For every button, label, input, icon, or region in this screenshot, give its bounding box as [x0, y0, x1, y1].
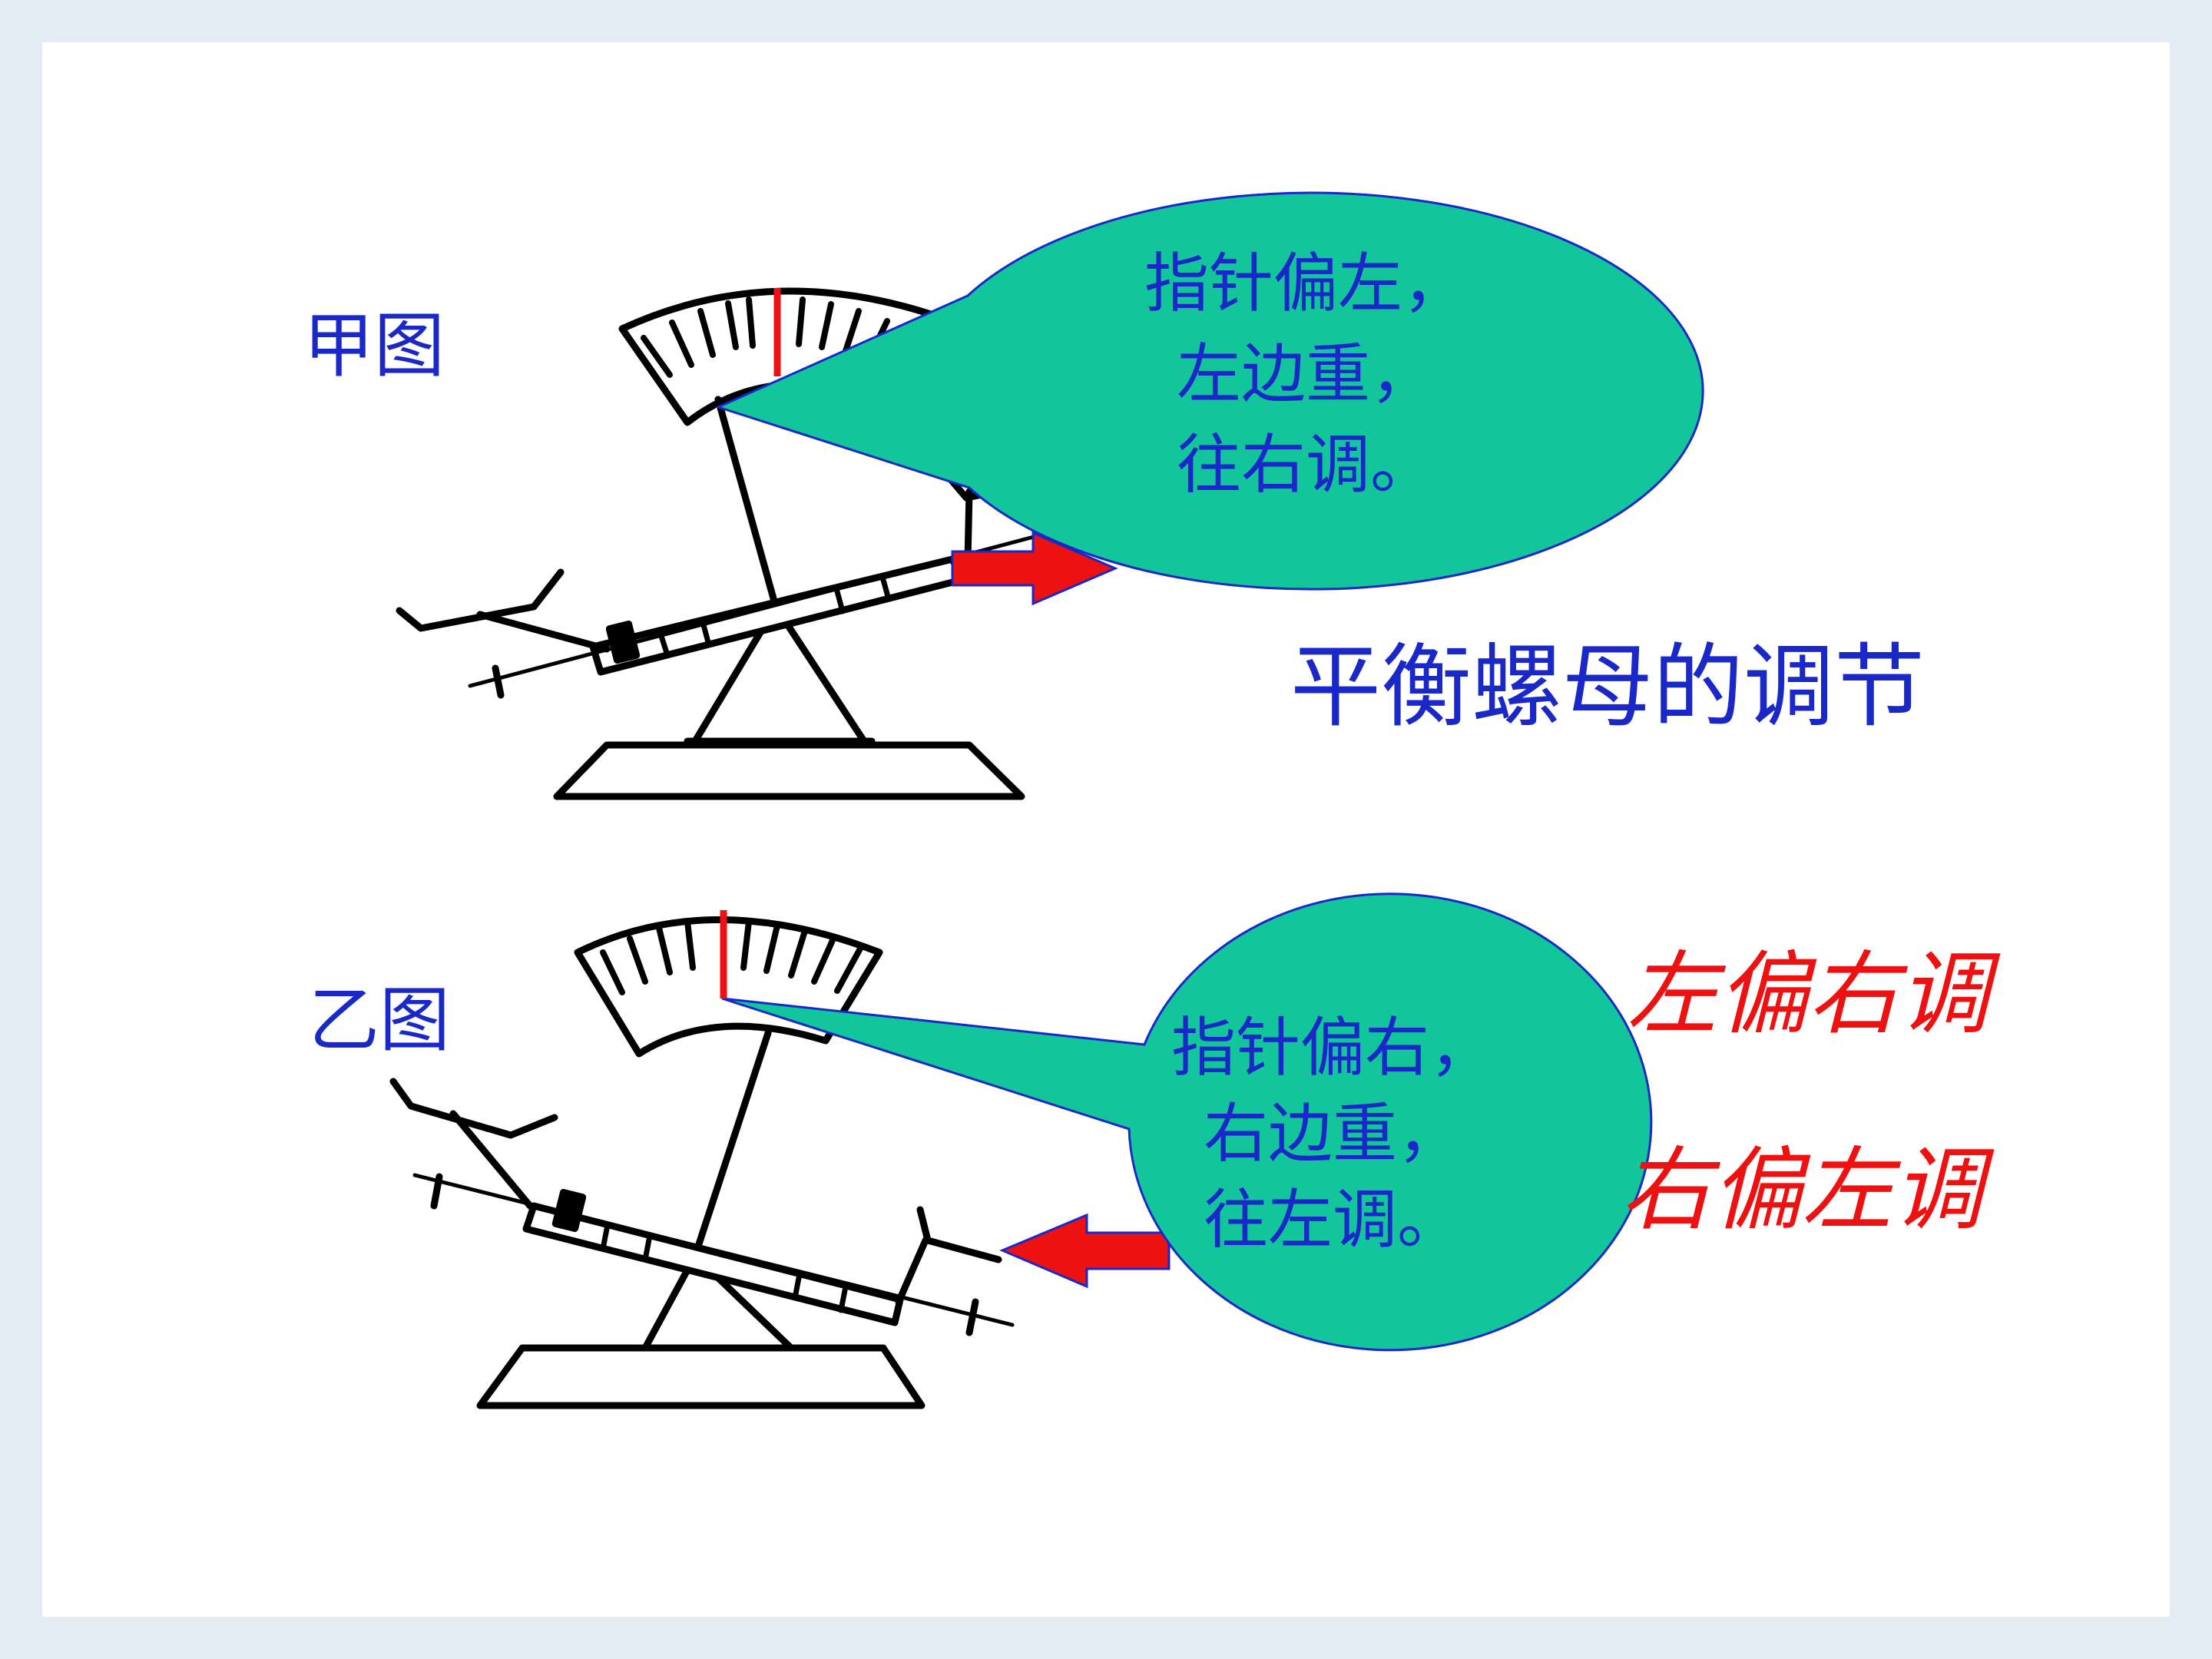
balance-b-rider [551, 1188, 587, 1233]
balance-b-base [476, 1344, 926, 1409]
arrow-left [999, 1213, 1171, 1289]
callout-b-line-1: 指针偏右， [1171, 1010, 1494, 1085]
balance-b-rod [412, 1173, 1015, 1327]
callout-a-bubble [714, 191, 1704, 591]
balance-a-pointer [714, 396, 780, 611]
figure-a-label: 甲图 [303, 305, 445, 387]
callout-a-line-2: 左边重， [1176, 336, 1435, 412]
callout-b-text: 指针偏右， 右边重， 往左调。 [1110, 1005, 1555, 1263]
callout-a-line-1: 指针偏左， [1144, 246, 1467, 321]
balance-a-left-pan [396, 568, 611, 653]
rule-right-shift: 右偏左调 [1621, 1137, 1984, 1243]
balance-a-base [553, 741, 1025, 800]
callout-a-text: 指针偏左， 左边重， 往右调。 [1075, 238, 1536, 510]
balance-b-beam [522, 1202, 904, 1326]
callout-b-line-3: 往左调。 [1203, 1182, 1462, 1257]
callout-b-bubble [721, 892, 1653, 1352]
callout-a [714, 191, 1704, 591]
balance-a-rider [605, 620, 641, 664]
callout-b-line-2: 右边重， [1203, 1096, 1462, 1171]
page-title: 平衡螺母的调节 [1290, 634, 1926, 740]
balance-b-scale-ticks [600, 919, 863, 995]
balance-b [389, 916, 1015, 1409]
callout-b [721, 892, 1653, 1352]
balance-b-left-pan [389, 1078, 558, 1210]
balance-a-scale-ticks [641, 296, 890, 378]
callout-a-line-3: 往右调。 [1176, 427, 1435, 502]
figure-b-label: 乙图 [309, 979, 451, 1061]
balance-b-pointer [691, 1029, 772, 1260]
rule-left-shift: 左偏右调 [1627, 941, 1990, 1047]
arrow-right [951, 531, 1118, 606]
balance-b-right-pan [895, 1206, 1002, 1306]
balance-a-beam [589, 555, 965, 676]
